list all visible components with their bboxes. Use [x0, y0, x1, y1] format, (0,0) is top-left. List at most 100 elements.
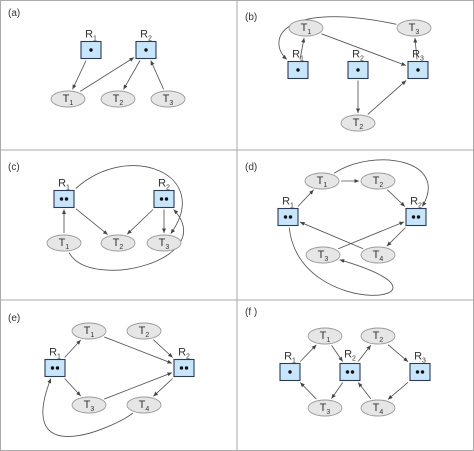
- resource-r1: R1: [287, 49, 309, 80]
- edge-r1-to-t3: [288, 227, 394, 296]
- instance-dot: [184, 366, 189, 370]
- edges: [42, 336, 173, 437]
- transaction-label: T3: [409, 22, 420, 36]
- resource-box: [153, 189, 175, 209]
- resource-r1: R1: [279, 351, 301, 382]
- edge-t3-to-r2: [150, 60, 165, 90]
- edge-t3-to-r2: [104, 372, 173, 400]
- resource-label: R2: [352, 49, 364, 63]
- transaction-label: T3: [163, 93, 174, 107]
- resource-label: R3: [412, 49, 424, 63]
- transaction-label: T3: [159, 237, 170, 251]
- transaction-node: [307, 399, 343, 417]
- panel-label: (b): [245, 12, 257, 23]
- panel-label: (c): [8, 162, 20, 173]
- instance-dot: [345, 370, 350, 374]
- instance-dot: [420, 370, 425, 374]
- transaction-label: T1: [301, 22, 312, 36]
- transaction-t3: T3: [150, 90, 186, 108]
- instance-dot: [50, 366, 55, 370]
- transaction-t3: T3: [305, 246, 341, 264]
- edge-t1-to-r2: [333, 159, 429, 207]
- resource-box: [44, 358, 66, 378]
- transaction-t2: T2: [360, 172, 396, 190]
- transaction-label: T2: [139, 325, 150, 339]
- transaction-node: [340, 114, 376, 132]
- transaction-t2: T2: [360, 327, 396, 345]
- edge-t1-to-r2: [79, 57, 135, 92]
- transaction-label: T1: [59, 237, 70, 251]
- edge-r1-to-t1: [72, 60, 87, 90]
- resource-r2: R2: [347, 49, 369, 80]
- transaction-node: [360, 172, 396, 190]
- transaction-label: T2: [373, 175, 384, 189]
- resource-label: R2: [410, 196, 422, 210]
- transaction-label: T2: [373, 330, 384, 344]
- resource-label: R1: [284, 351, 296, 365]
- resource-r2: R2: [153, 178, 175, 209]
- edge-t1-to-r2: [68, 209, 184, 271]
- edge-r2-to-t3: [331, 382, 344, 399]
- transaction-label: T1: [317, 175, 328, 189]
- transaction-node: [360, 399, 396, 417]
- transaction-t3: T3: [396, 19, 432, 37]
- instance-dot: [89, 48, 93, 52]
- transaction-t1: T1: [46, 234, 82, 252]
- transaction-label: T2: [353, 117, 364, 131]
- edge-r1-to-t1: [299, 344, 317, 362]
- resource-r2: R2: [135, 29, 157, 60]
- edge-r2-to-t2: [126, 209, 154, 235]
- transaction-t3: T3: [71, 396, 107, 414]
- transaction-node: [46, 234, 82, 252]
- resource-r2: R2: [405, 196, 427, 227]
- edge-r1-to-t1: [299, 37, 306, 60]
- instance-dot: [159, 197, 164, 201]
- edge-t4-to-r1: [299, 221, 364, 250]
- resource-label: R3: [414, 351, 426, 365]
- edges: [72, 57, 165, 92]
- edges: [288, 159, 429, 296]
- transaction-node: [360, 246, 396, 264]
- instance-dot: [144, 48, 148, 52]
- edge-t2-to-r3: [387, 344, 409, 363]
- panel-label: (a): [8, 8, 20, 19]
- instance-dot: [356, 68, 360, 72]
- resource-box: [277, 207, 299, 227]
- instance-dot: [59, 197, 64, 201]
- transaction-node: [288, 19, 324, 37]
- resource-r1: R1: [277, 196, 299, 227]
- transaction-node: [360, 327, 396, 345]
- edge-r3-to-t3: [413, 37, 418, 60]
- transaction-t3: T3: [146, 234, 182, 252]
- edge-r1-to-t2: [75, 208, 108, 235]
- transaction-label: T4: [373, 249, 384, 263]
- transaction-node: [71, 396, 107, 414]
- instance-dot: [416, 68, 420, 72]
- edge-t4-to-r1: [42, 378, 134, 437]
- panel-label: (f ): [245, 307, 257, 318]
- resource-label: R2: [344, 349, 356, 363]
- transaction-t2: T2: [100, 90, 136, 108]
- transaction-node: [304, 172, 340, 190]
- resource-r3: R3: [409, 351, 431, 382]
- resource-label: R1: [58, 178, 70, 192]
- transaction-node: [50, 90, 86, 108]
- instance-dot: [288, 370, 292, 374]
- edge-r2-to-t4: [386, 227, 406, 247]
- resource-r1: R1: [80, 29, 102, 60]
- transaction-node: [126, 396, 162, 414]
- transaction-t1: T1: [304, 172, 340, 190]
- transaction-t1: T1: [71, 322, 107, 340]
- transaction-node: [307, 327, 343, 345]
- transaction-label: T1: [84, 325, 95, 339]
- resource-label: R2: [158, 178, 170, 192]
- resource-label: R1: [292, 49, 304, 63]
- edge-r1-to-t3: [75, 165, 183, 234]
- transaction-label: T2: [113, 237, 124, 251]
- transaction-label: T4: [139, 399, 150, 413]
- edge-t1-to-r2: [104, 336, 173, 364]
